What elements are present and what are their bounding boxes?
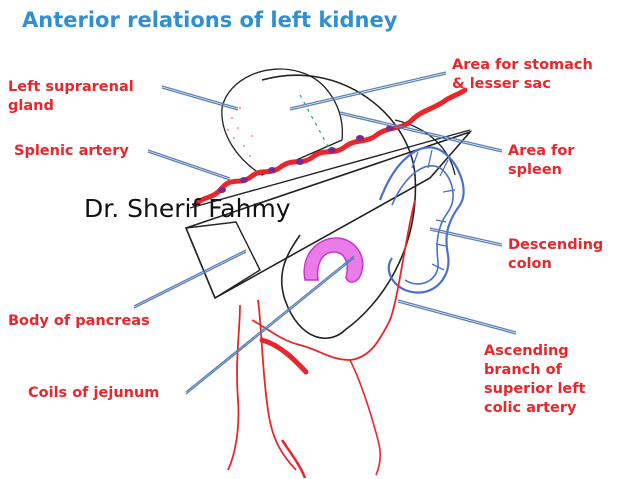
pointer-colon: [429, 227, 503, 245]
label-splenic-artery: Splenic artery: [14, 143, 129, 159]
stomach-boundary: [299, 94, 331, 151]
pancreas-top-edge: [189, 129, 471, 209]
pointer-pancreas: [133, 249, 247, 307]
pointer-splenic-b: [147, 151, 231, 181]
label-body-of-pancreas: Body of pancreas: [8, 313, 150, 329]
pointer-pancreas-b: [133, 251, 247, 309]
pointer-spleen-b: [339, 113, 503, 153]
pointer-stomach-b: [289, 73, 447, 111]
colic-artery-branch: [251, 199, 416, 361]
colic-artery-2: [257, 299, 297, 471]
pointer-colic-b: [397, 301, 517, 335]
colic-artery: [227, 304, 241, 471]
colic-artery-stub: [280, 439, 307, 479]
kidney-outline: [261, 74, 417, 339]
pointer-spleen: [339, 111, 503, 151]
label-left-suprarenal-gland: Left suprarenal gland: [8, 79, 134, 114]
label-area-for-stomach: Area for stomach & lesser sac: [452, 57, 593, 92]
pointer-jejunum: [185, 255, 355, 393]
descending-colon: [378, 146, 465, 294]
label-descending-colon: Descending colon: [508, 237, 604, 272]
descending-colon-inner: [391, 165, 454, 285]
colon-haustra: [411, 149, 456, 271]
label-ascending-branch: Ascending branch of superior left colic …: [484, 343, 586, 416]
pointer-jejunum-b: [185, 257, 355, 395]
pointer-splenic: [147, 149, 231, 179]
page-title: Anterior relations of left kidney: [22, 8, 398, 32]
author-watermark: Dr. Sherif Fahmy: [84, 194, 291, 223]
pointer-suprarenal-b: [161, 87, 239, 111]
splenic-veins: [218, 125, 394, 193]
pointer-suprarenal: [161, 85, 239, 109]
label-area-for-spleen: Area for spleen: [508, 143, 575, 178]
pointer-stomach: [289, 71, 447, 109]
suprarenal-dots: [227, 107, 253, 157]
jejunum-loop: [303, 237, 364, 283]
colic-artery-end: [349, 359, 381, 476]
pointer-colic: [397, 299, 517, 333]
pointer-colon-b: [429, 229, 503, 247]
pointer-lines: [133, 71, 517, 395]
suprarenal-gland: [221, 68, 343, 176]
label-coils-of-jejunum: Coils of jejunum: [28, 385, 160, 401]
pancreas-front-face: [184, 221, 261, 300]
colic-artery-thick: [259, 337, 309, 375]
